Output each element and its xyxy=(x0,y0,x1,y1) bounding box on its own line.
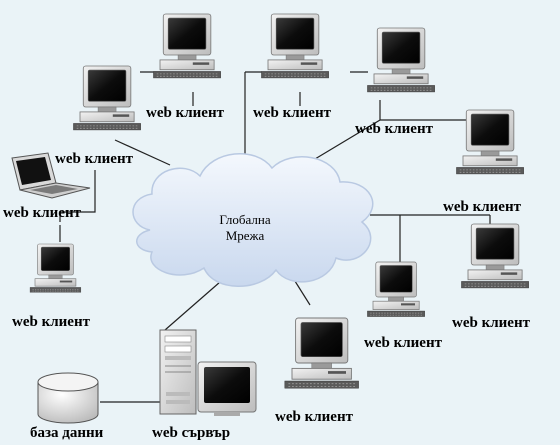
label-client-9: web клиент xyxy=(12,314,90,330)
computer-icon-client-4 xyxy=(367,27,436,93)
label-laptop: web клиент xyxy=(3,205,81,221)
label-client-2: web клиент xyxy=(146,105,224,121)
global-network-cloud xyxy=(132,152,374,287)
computer-icon-client-7 xyxy=(367,261,426,317)
computer-icon-client-2 xyxy=(153,13,222,79)
database-icon xyxy=(37,372,99,424)
server-tower-icon xyxy=(159,329,197,415)
label-client-3: web клиент xyxy=(253,105,331,121)
computer-icon-client-6 xyxy=(461,223,530,289)
server-monitor-icon xyxy=(197,361,257,416)
computer-icon-client-5 xyxy=(456,109,525,175)
label-server: web сървър xyxy=(152,425,231,441)
cloud-label: Глобална Мрежа xyxy=(210,212,280,244)
label-client-7: web клиент xyxy=(364,335,442,351)
label-database: база данни xyxy=(30,425,104,441)
computer-icon-client-3 xyxy=(261,13,330,79)
label-client-4: web клиент xyxy=(355,121,433,137)
cloud-label-line2: Мрежа xyxy=(225,228,265,243)
cloud-label-line1: Глобална xyxy=(219,212,271,227)
label-client-5: web клиент xyxy=(443,199,521,215)
label-client-1: web клиент xyxy=(55,151,133,167)
computer-icon-client-9 xyxy=(29,243,82,293)
computer-icon-client-1 xyxy=(73,65,142,131)
label-client-8: web клиент xyxy=(275,409,353,425)
label-client-6: web клиент xyxy=(452,315,530,331)
computer-icon-client-8 xyxy=(284,317,360,389)
laptop-icon xyxy=(11,152,91,199)
